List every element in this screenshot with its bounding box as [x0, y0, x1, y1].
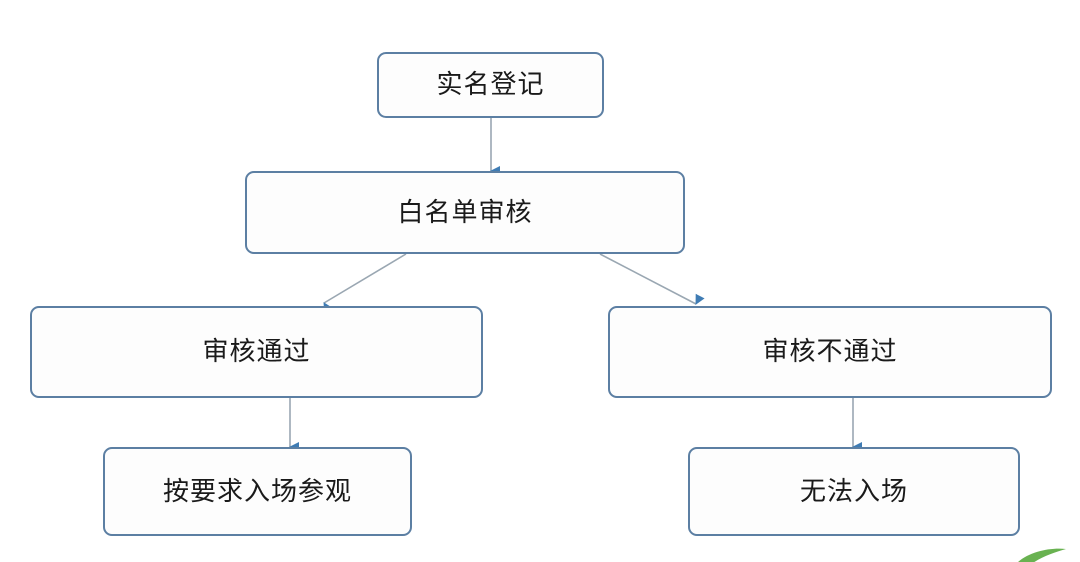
green-leaf-logo-icon	[1018, 548, 1066, 562]
node-cannot-enter[interactable]: 无法入场	[688, 447, 1020, 536]
connector-whitelist-to-failed	[599, 253, 705, 305]
node-real-name-registration[interactable]: 实名登记	[377, 52, 604, 118]
node-label: 审核通过	[202, 337, 311, 367]
node-label: 白名单审核	[397, 197, 533, 228]
node-label: 实名登记	[436, 70, 545, 100]
connector-whitelist-to-passed	[323, 253, 407, 314]
node-label: 审核不通过	[762, 337, 898, 367]
node-label: 无法入场	[799, 476, 908, 507]
node-review-passed[interactable]: 审核通过	[30, 306, 483, 398]
node-whitelist-review[interactable]: 白名单审核	[245, 171, 685, 254]
node-label: 按要求入场参观	[162, 476, 352, 507]
node-enter-as-required[interactable]: 按要求入场参观	[103, 447, 412, 536]
node-review-failed[interactable]: 审核不通过	[608, 306, 1052, 398]
